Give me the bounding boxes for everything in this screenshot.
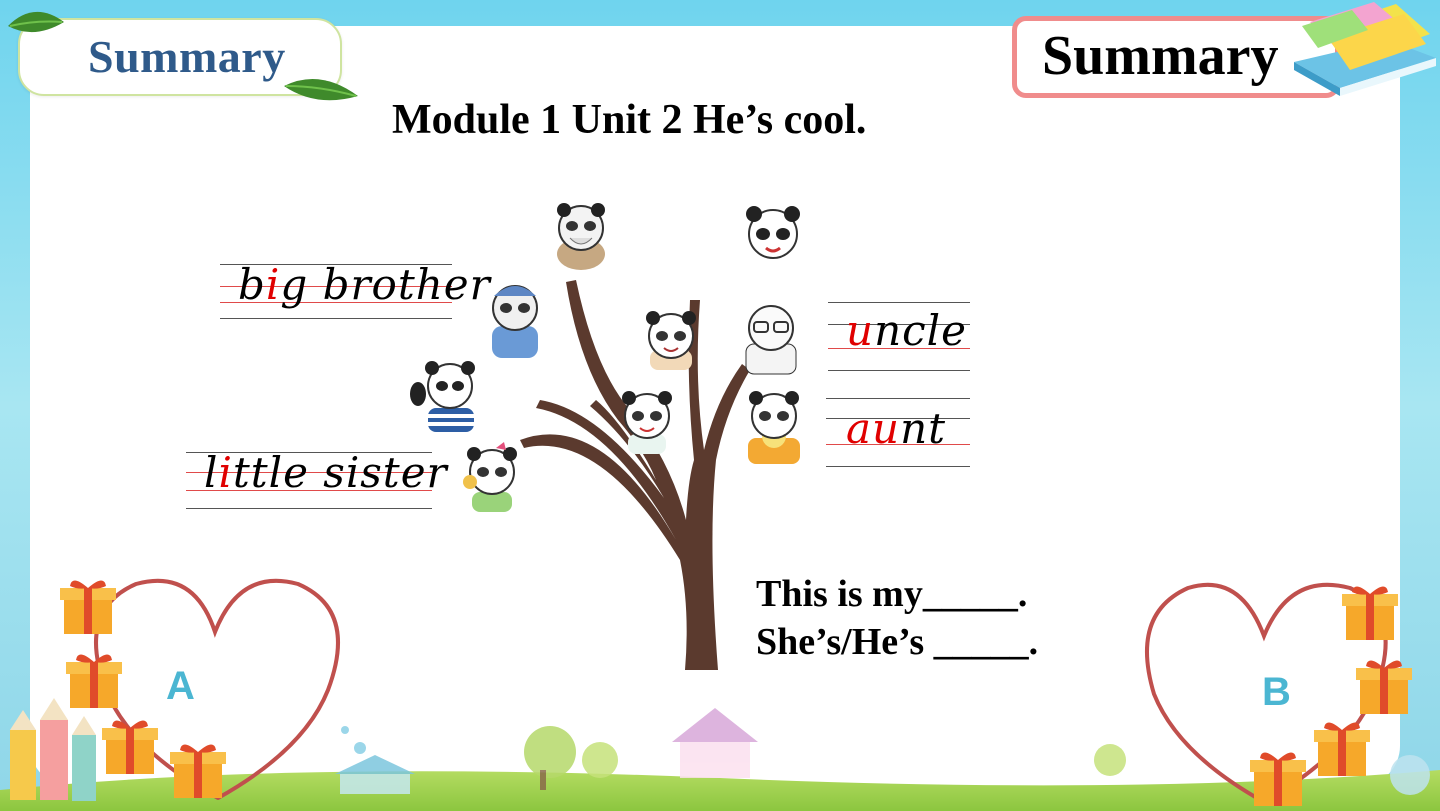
summary-tab-right [1012, 16, 1340, 98]
gift-box-icon[interactable] [1340, 580, 1400, 642]
panda-icon [622, 391, 672, 454]
panda-icon [748, 391, 800, 464]
word-aunt: aunt [846, 404, 947, 453]
panda-icon [646, 311, 696, 370]
word-lines-uncle [828, 300, 970, 374]
heart-label-a[interactable]: A [166, 664, 195, 708]
word-lines-aunt [826, 396, 970, 470]
word-uncle: uncle [846, 306, 967, 355]
sentence-line-2: She’s/He’s _____. [756, 621, 1039, 663]
page-title: Module 1 Unit 2 He’s cool. [392, 97, 867, 143]
sentence-line-1: This is my_____. [756, 573, 1028, 615]
summary-tab-right-label: Summary [1042, 25, 1279, 87]
word-little-sister: little sister [204, 448, 448, 497]
gift-box-icon[interactable] [58, 574, 118, 636]
gift-box-icon[interactable] [1354, 654, 1414, 716]
gift-box-icon[interactable] [168, 738, 228, 800]
word-lines-big-brother [220, 262, 452, 322]
panda-icon [410, 361, 475, 432]
panda-icon [492, 285, 538, 358]
tree-icon [520, 280, 750, 670]
gift-box-icon[interactable] [1248, 746, 1308, 808]
leaf-icon [8, 11, 64, 33]
word-lines-little-sister [186, 450, 432, 510]
gift-box-icon[interactable] [100, 714, 160, 776]
panda-icon [745, 305, 797, 375]
leaf-icon [284, 78, 358, 101]
panda-icon [463, 442, 517, 512]
gift-box-icon[interactable] [1312, 716, 1372, 778]
word-big-brother: big brother [238, 260, 491, 309]
gift-box-icon[interactable] [64, 648, 124, 710]
summary-tab-left-label: Summary [88, 31, 286, 82]
book-stack-icon [1294, 2, 1436, 96]
panda-icon [746, 206, 800, 259]
panda-icon [557, 203, 605, 270]
heart-label-b[interactable]: B [1262, 670, 1291, 714]
summary-tab-left [18, 18, 342, 96]
